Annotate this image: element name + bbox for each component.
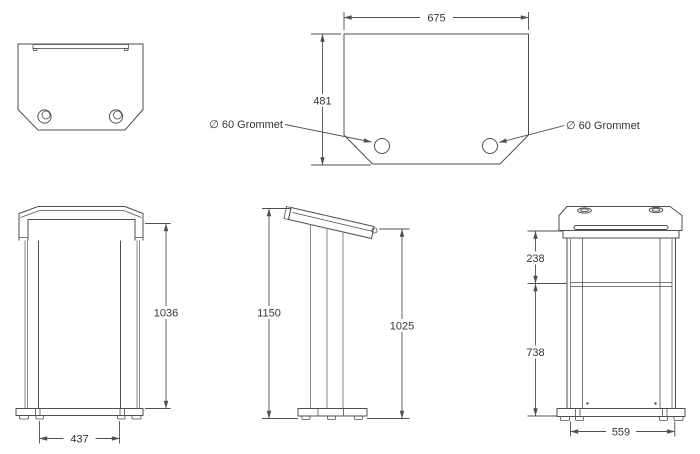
grommet-hole-right-large: [482, 138, 498, 154]
grommet-callout-left-text: ∅ 60 Grommet: [209, 119, 283, 131]
sloped-desktop: [287, 206, 375, 240]
desktop-cap-underside: [27, 219, 136, 241]
side-elevation-view: 1150 1025: [252, 206, 419, 420]
base-plate-side: [297, 408, 368, 417]
extension-line: [343, 12, 529, 30]
support-post-lines: [310, 224, 344, 409]
grommet-hole-right: [108, 109, 124, 124]
rear-elevation-view: 238 738 559: [521, 206, 686, 439]
leader-line: [498, 125, 565, 143]
front-elevation-view: 1036 437: [15, 206, 182, 446]
panel-screw-right: [654, 402, 657, 405]
front-width-value: 437: [70, 434, 88, 446]
leader-line: [284, 124, 372, 143]
side-desk-height-value: 1025: [390, 321, 414, 333]
grommet-callout-right-text: ∅ 60 Grommet: [566, 120, 640, 132]
grommet-top-right: [648, 206, 664, 214]
grommet-top-left: [577, 207, 592, 214]
grommet-top-left-inner: [580, 208, 589, 213]
plan-width-value: 675: [427, 13, 445, 25]
foot: [673, 416, 684, 421]
back-panel-edges: [582, 238, 661, 409]
rear-upper-section-dimension: 238: [521, 230, 567, 284]
pen-tray-end-left: [33, 48, 38, 51]
foot: [659, 416, 668, 421]
grommet-top-right-inner: [651, 207, 661, 212]
pen-tray: [32, 44, 129, 49]
side-overall-height-value: 1150: [257, 308, 281, 320]
pen-tray-end-right: [124, 48, 129, 51]
front-width-dimension: 437: [39, 421, 120, 446]
plan-depth-value: 481: [313, 96, 331, 108]
pen-tray-slot: [573, 225, 669, 230]
rear-base-width-dimension: 559: [570, 421, 676, 439]
under-desk-band: [562, 230, 680, 239]
plan-view-small: [17, 43, 144, 131]
body-side-posts: [24, 240, 140, 409]
book-stop-ledge: [371, 227, 378, 234]
rear-frame-post-inner-lines: [570, 238, 673, 409]
foot: [575, 416, 584, 421]
foot: [327, 415, 336, 420]
front-height-dimension: 1036: [145, 223, 182, 409]
foot: [117, 415, 126, 420]
base-plate-rear: [556, 408, 686, 417]
plan-width-dimension: 675: [343, 11, 529, 30]
lectern-top-outline-large: [343, 33, 529, 165]
grommet-hole-right-inner: [113, 110, 122, 120]
desktop-cap-outline: [18, 206, 144, 241]
rear-lower-section-dimension: 738: [521, 283, 557, 417]
front-height-value: 1036: [154, 308, 178, 320]
rear-lower-section-value: 738: [526, 347, 544, 359]
side-overall-height-dimension: 1150: [252, 208, 291, 419]
grommet-callout-right: ∅ 60 Grommet: [498, 120, 640, 143]
extension-line: [570, 421, 676, 437]
plan-depth-dimension: 481: [306, 33, 371, 166]
base-plate: [15, 408, 144, 416]
foot: [560, 416, 570, 421]
foot: [354, 415, 363, 420]
base-plate-joints: [575, 408, 668, 417]
rear-base-width-value: 559: [612, 427, 630, 439]
grommet-hole-left-large: [374, 138, 390, 154]
base-plate-joints: [35, 408, 125, 416]
front-panel-edges: [38, 240, 121, 409]
shelf-lines: [570, 282, 672, 287]
foot: [131, 415, 142, 420]
foot: [35, 415, 44, 420]
foot: [301, 415, 311, 420]
desktop-cap-inner-edge: [20, 210, 142, 218]
lectern-top-outline: [17, 43, 144, 131]
rear-frame-posts: [566, 238, 676, 409]
foot: [19, 415, 29, 420]
rear-upper-section-value: 238: [526, 253, 544, 265]
side-desk-height-dimension: 1025: [379, 228, 419, 419]
grommet-hole-left: [37, 109, 52, 124]
plan-view-dimensioned: 675 481 ∅ 60 Grommet ∅ 60 Grommet: [209, 11, 640, 166]
grommet-hole-left-inner: [41, 110, 51, 120]
panel-screw-left: [586, 402, 589, 405]
base-plate-joints: [317, 408, 344, 416]
desktop-rear-outline: [558, 206, 683, 231]
grommet-callout-left: ∅ 60 Grommet: [209, 119, 372, 143]
desktop-rear-lip: [283, 206, 292, 220]
sloped-desktop-surface-line: [292, 212, 374, 232]
